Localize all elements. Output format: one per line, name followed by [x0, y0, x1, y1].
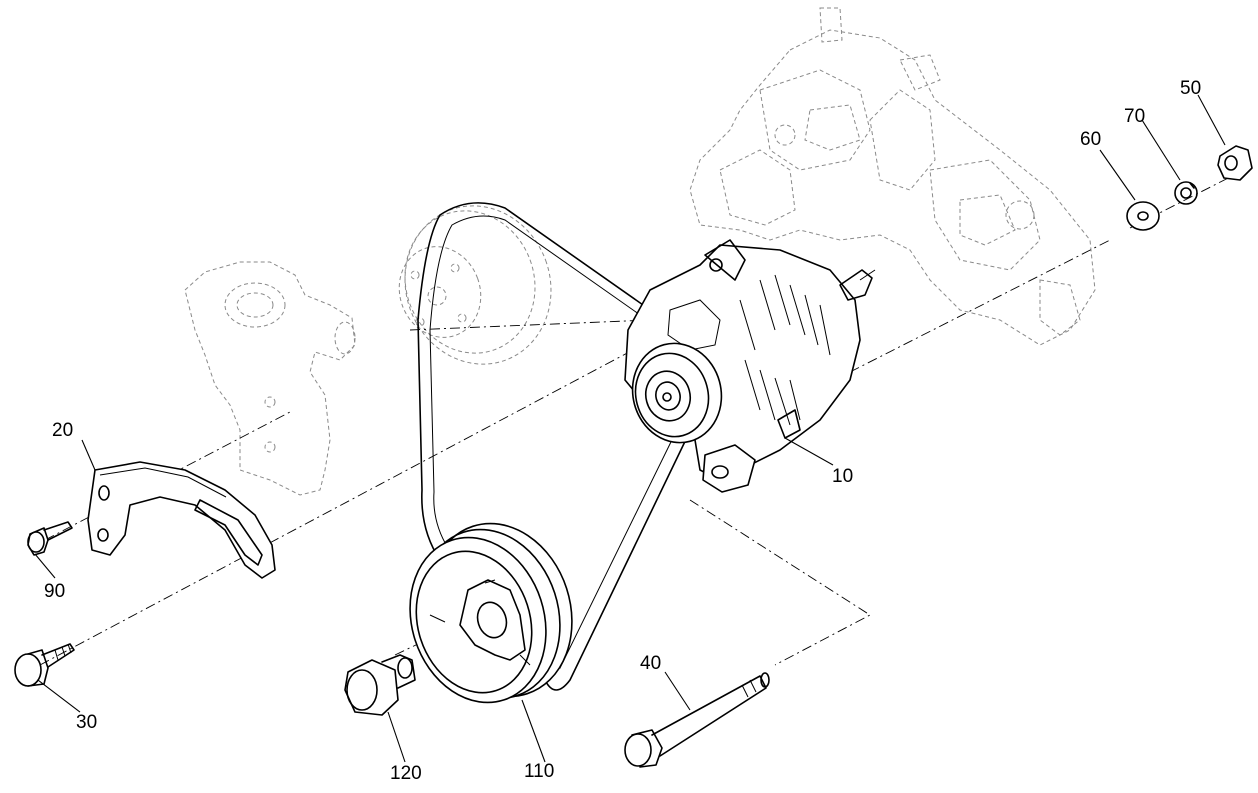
fan-pulley-ghost [398, 205, 552, 365]
callout-120: 120 [390, 763, 422, 784]
callout-10: 10 [832, 466, 853, 487]
callout-70: 70 [1124, 106, 1145, 127]
crank-pulley [409, 522, 573, 704]
engine-block-ghost [689, 7, 1096, 346]
callout-50: 50 [1180, 78, 1201, 99]
callout-40: 40 [640, 653, 661, 674]
callout-30: 30 [76, 712, 97, 733]
callout-110: 110 [524, 761, 554, 782]
bracket-bolt [14, 643, 75, 687]
nut [1217, 145, 1253, 181]
thermostat-housing-ghost [184, 261, 356, 496]
callout-60: 60 [1080, 129, 1101, 150]
alternator [624, 239, 876, 493]
callout-90: 90 [44, 581, 65, 602]
flat-washer [1126, 201, 1160, 231]
callouts: 10 20 30 40 50 60 70 90 110 120 [44, 78, 1201, 784]
small-bolt [27, 521, 73, 556]
callout-20: 20 [52, 420, 73, 441]
long-bolt [624, 672, 770, 768]
lock-washer [1174, 181, 1198, 205]
leader-lines [34, 94, 1226, 763]
bracket [87, 461, 276, 579]
pulley-bolt [344, 654, 416, 716]
